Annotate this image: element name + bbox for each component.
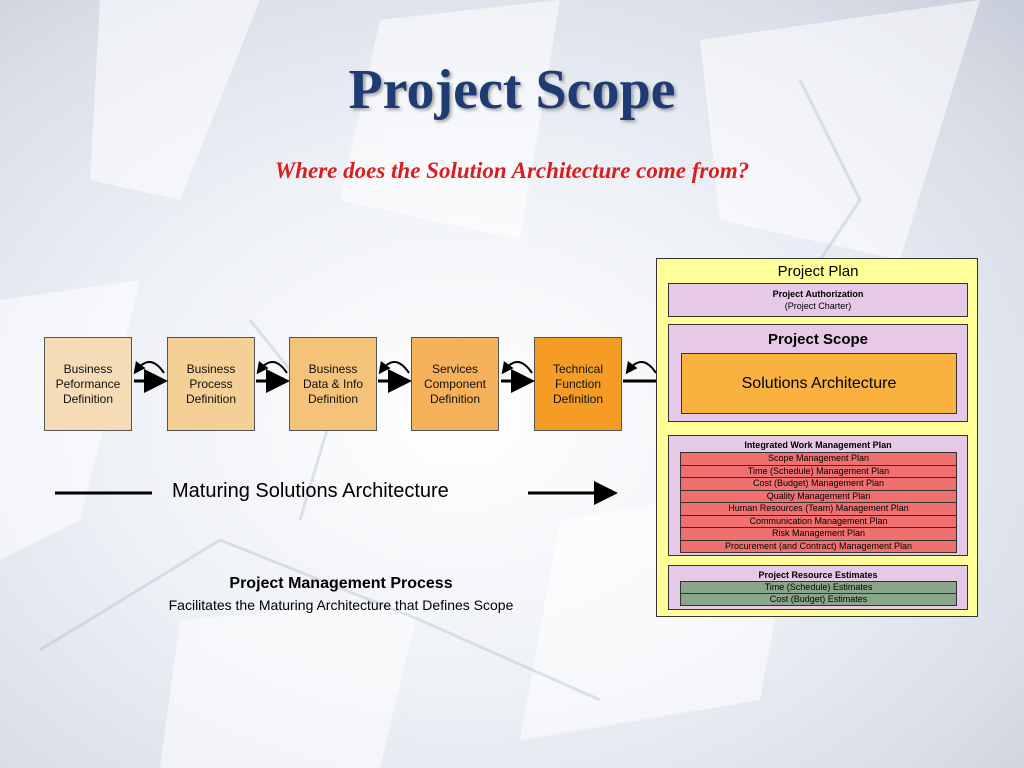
plan-row: Risk Management Plan (680, 528, 957, 541)
step-business-data: Business Data & Info Definition (289, 337, 377, 431)
plan-row: Cost (Budget) Management Plan (680, 478, 957, 491)
plan-row: Communication Management Plan (680, 515, 957, 528)
management-plan-list: Scope Management Plan Time (Schedule) Ma… (680, 452, 957, 553)
project-scope-box: Project Scope Solutions Architecture (668, 324, 968, 422)
step-services-component: Services Component Definition (411, 337, 499, 431)
resource-estimates-title: Project Resource Estimates (758, 570, 878, 580)
step-business-process: Business Process Definition (167, 337, 255, 431)
step-technical-function: Technical Function Definition (534, 337, 622, 431)
project-authorization-box: Project Authorization (Project Charter) (668, 283, 968, 317)
plan-row: Quality Management Plan (680, 490, 957, 503)
charter-label: (Project Charter) (784, 301, 852, 311)
process-subtitle: Facilitates the Maturing Architecture th… (168, 597, 514, 613)
project-plan-panel: Project Plan Project Authorization (Proj… (656, 258, 978, 617)
work-management-plan-box: Integrated Work Management Plan Scope Ma… (668, 435, 968, 556)
solutions-architecture-box: Solutions Architecture (681, 353, 957, 414)
process-title: Project Management Process (229, 575, 453, 592)
work-management-plan-title: Integrated Work Management Plan (744, 440, 892, 450)
page-title: Project Scope (348, 59, 676, 121)
maturing-label: Maturing Solutions Architecture (172, 480, 449, 502)
estimate-row: Cost (Budget) Estimates (680, 594, 957, 606)
plan-row: Procurement (and Contract) Management Pl… (680, 540, 957, 553)
estimate-row: Time (Schedule) Estimates (680, 581, 957, 594)
authorization-label: Project Authorization (772, 289, 864, 299)
plan-row: Scope Management Plan (680, 452, 957, 466)
page-subtitle: Where does the Solution Architecture com… (274, 158, 750, 183)
project-scope-title: Project Scope (767, 331, 869, 348)
estimates-list: Time (Schedule) Estimates Cost (Budget) … (680, 581, 957, 606)
project-plan-title: Project Plan (777, 263, 859, 280)
plan-row: Human Resources (Team) Management Plan (680, 503, 957, 516)
plan-row: Time (Schedule) Management Plan (680, 465, 957, 478)
step-business-performance: Business Peformance Definition (44, 337, 132, 431)
resource-estimates-box: Project Resource Estimates Time (Schedul… (668, 565, 968, 610)
